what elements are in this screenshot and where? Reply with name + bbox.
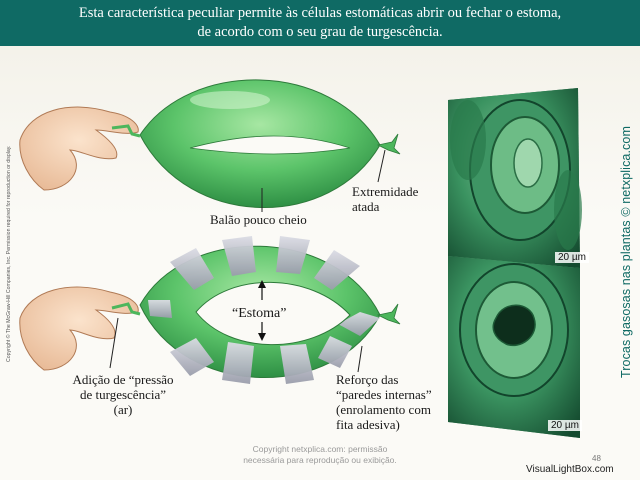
tied-end-knot-bottom bbox=[376, 303, 401, 325]
scale-bar-top: 20 µm bbox=[555, 252, 589, 263]
balloon-taped-ring bbox=[139, 236, 381, 384]
slide-header: Esta característica peculiar permite às … bbox=[0, 0, 640, 46]
watermark: VisualLightBox.com bbox=[526, 464, 614, 475]
hand-top bbox=[19, 106, 141, 191]
caption-tied-end: Extremidade atada bbox=[352, 184, 418, 214]
copyright-vertical: Copyright © The McGraw-Hill Companies, I… bbox=[6, 145, 12, 362]
micrograph-open-stoma bbox=[448, 256, 580, 438]
reinforce-pointer bbox=[357, 345, 363, 373]
header-line-2: de acordo com o seu grau de turgescência… bbox=[197, 24, 443, 40]
tied-end-pointer bbox=[377, 149, 386, 183]
stomata-arrow bbox=[258, 280, 266, 341]
caption-add-pressure: Adição de “pressão de turgescência” (ar) bbox=[64, 372, 182, 417]
caption-add-pressure-line-1: Adição de “pressão bbox=[72, 372, 174, 387]
tape-bands bbox=[148, 236, 380, 384]
site-credit-vertical: Trocas gasosas nas plantas © netxplica.c… bbox=[619, 126, 633, 378]
caption-add-pressure-line-2: de turgescência” bbox=[79, 387, 167, 402]
caption-balloon: Balão pouco cheio bbox=[210, 212, 307, 227]
caption-reinforce-line-2: “paredes internas” bbox=[336, 387, 432, 402]
footer-copyright: Copyright netxplica.com: permissão neces… bbox=[230, 444, 410, 466]
page-number: 48 bbox=[592, 454, 601, 463]
tied-end-knot bbox=[376, 133, 401, 155]
stomata-label: “Estoma” bbox=[232, 306, 287, 321]
micrograph-closed-stoma bbox=[448, 88, 582, 268]
balloon-half-full bbox=[139, 79, 381, 209]
caption-reinforce: Reforço das “paredes internas” (enrolame… bbox=[336, 372, 432, 432]
header-line-1: Esta característica peculiar permite às … bbox=[78, 5, 562, 21]
hand-bottom bbox=[19, 286, 141, 371]
add-pressure-pointer bbox=[109, 317, 119, 369]
footer-copyright-line-1: Copyright netxplica.com: permissão bbox=[252, 444, 388, 454]
caption-add-pressure-line-3: (ar) bbox=[113, 402, 133, 417]
scale-bar-bottom: 20 µm bbox=[548, 420, 582, 431]
caption-reinforce-line-4: fita adesiva) bbox=[336, 417, 400, 432]
footer-copyright-line-2: necessária para reprodução ou exibição. bbox=[243, 455, 397, 465]
caption-tied-end-line-2: atada bbox=[352, 199, 380, 214]
caption-tied-end-line-1: Extremidade bbox=[352, 184, 419, 199]
caption-reinforce-line-1: Reforço das bbox=[336, 372, 399, 387]
caption-reinforce-line-3: (enrolamento com bbox=[336, 402, 431, 417]
